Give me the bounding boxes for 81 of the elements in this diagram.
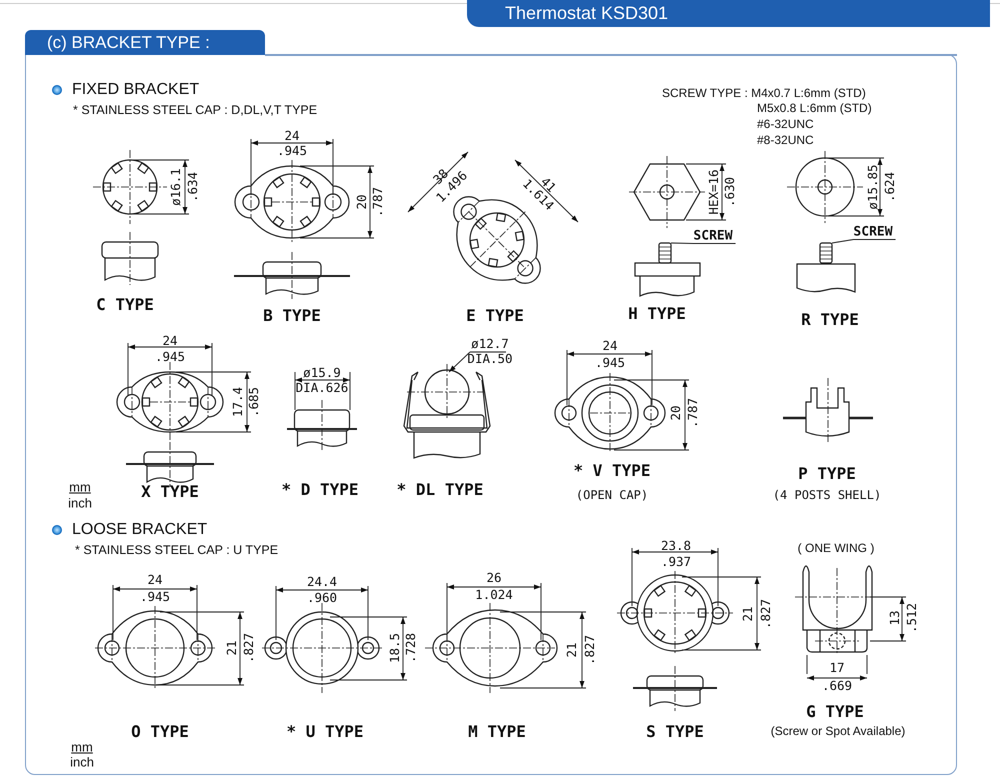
note-text: ( ONE WING ) [798,542,874,554]
unit-label: inch [68,496,92,510]
dimension-label: 17 [829,662,845,674]
type-label: * U TYPE [286,724,364,740]
dimension-label: 21 [566,642,578,658]
type-label: C TYPE [96,297,154,313]
dimension-label: 1.024 [475,588,513,602]
type-label: O TYPE [131,724,189,740]
dimension-label: ø16.1 [170,168,182,206]
dimension-label: 24 [147,574,163,586]
dimension-label: 21 [226,640,238,656]
leader-line [670,242,736,244]
dimension-label: 26 [486,572,502,584]
note-text: (Screw or Spot Available) [770,725,906,737]
type-label: P TYPE [798,466,856,482]
dimension-label: DIA.626 [296,382,348,394]
dimension-label: .624 [884,172,896,202]
dimension-label: .787 [372,186,384,218]
section-heading: FIXED BRACKET [72,82,200,98]
dimension-label: .945 [594,356,626,370]
dimension-label: ø15.85 [866,164,880,210]
dimension-label: .512 [906,602,918,634]
note-text: * STAINLESS STEEL CAP : D,DL,V,T TYPE [73,104,318,116]
callout-label: SCREW [853,226,893,238]
page-title: Thermostat KSD301 [467,0,990,27]
note-text: M5x0.8 L:6mm (STD) [757,102,872,114]
screw-icon [819,242,833,264]
dimension-label: 24 [602,340,618,352]
dimension-label: .827 [584,634,596,666]
dimension-label: 13 [888,610,902,626]
leader-line [832,239,896,244]
dimension-label: .945 [140,590,170,604]
type-label: * V TYPE [573,463,651,479]
dimension-label: .728 [404,632,418,664]
dimension-label: 24 [284,130,300,142]
screw-icon [658,242,672,264]
type-label: G TYPE [806,704,864,720]
unit-label: mm [71,740,93,754]
type-label: * DL TYPE [396,482,484,498]
unit-label: inch [70,756,94,768]
note-text: #8-32UNC [757,134,814,146]
dimension-label: .634 [186,172,200,202]
dimension-label: .960 [306,592,338,604]
dimension-label: 24 [162,334,178,348]
note-text: SCREW TYPE : M4x0.7 L:6mm (STD) [662,87,866,99]
dimension-label: 20 [356,194,368,210]
dimension-label: .945 [276,144,308,158]
type-label: H TYPE [628,306,686,322]
callout-label: SCREW [693,230,733,242]
section-heading: LOOSE BRACKET [72,522,208,538]
dimension-label: .630 [724,176,736,208]
dimension-label: DIA.50 [467,352,513,366]
dimension-label: 20 [670,405,682,421]
dimension-label: .787 [686,398,700,428]
type-label: R TYPE [801,312,859,328]
note-text: #6-32UNC [757,118,814,130]
type-label: S TYPE [646,724,704,740]
type-label: X TYPE [141,484,199,500]
dimension-label: .669 [822,680,852,692]
dimension-label: .945 [154,350,186,364]
dimension-label: ø15.9 [303,366,341,380]
dimension-label: .827 [760,598,772,630]
dimension-label: 21 [742,606,754,622]
note-text: (4 POSTS SHELL) [772,489,882,501]
dimension-label: .937 [660,556,692,568]
unit-label: mm [69,480,91,494]
note-text: * STAINLESS STEEL CAP : U TYPE [75,544,278,556]
type-label: M TYPE [468,724,526,740]
dimension-label: .827 [242,632,256,664]
dimension-label: 23.8 [660,540,692,552]
dimension-label: .685 [248,386,260,418]
dimension-label: ø12.7 [471,338,509,350]
dimension-label: HEX=16 [708,169,720,215]
note-text: (OPEN CAP) [576,489,648,501]
type-label: B TYPE [263,308,321,324]
section-tab: (c) BRACKET TYPE : [25,30,265,55]
type-label: * D TYPE [281,482,359,498]
dimension-label: 18.5 [388,632,402,664]
type-label: E TYPE [466,308,524,324]
dimension-label: 17.4 [232,386,244,418]
dimension-label: 24.4 [306,576,338,588]
